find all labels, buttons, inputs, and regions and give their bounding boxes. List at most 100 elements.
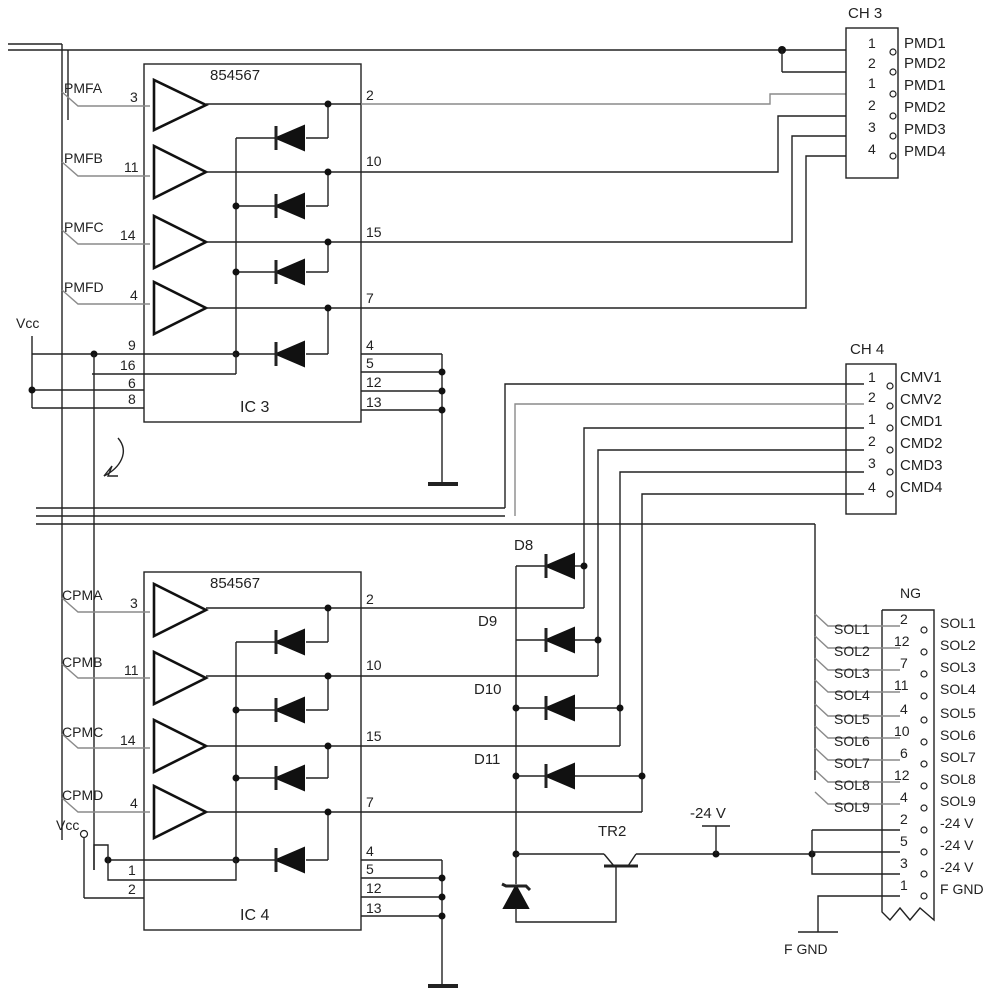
diode-icon <box>543 694 575 722</box>
svg-text:3: 3 <box>868 119 876 135</box>
ic4-out-pin: 15 <box>366 728 382 744</box>
svg-text:12: 12 <box>894 633 910 649</box>
ic4-input-label: CPMA <box>62 587 103 603</box>
ic3-out-pin: 15 <box>366 224 382 240</box>
vcc-label: Vcc <box>56 817 79 833</box>
ic3: 854567 IC 3 PMFA PMFB PMFC PMFD 3 11 14 … <box>28 63 458 870</box>
ic3-input-label: PMFA <box>64 80 103 96</box>
svg-text:4: 4 <box>900 789 908 805</box>
ng-connector: NG SOL1 SOL2 SOL3 SOL4 SOL5 SOL6 SOL7 SO… <box>784 524 984 957</box>
svg-text:11: 11 <box>894 677 909 693</box>
ic4-in-pin: 14 <box>120 732 136 748</box>
diode-label: D11 <box>474 751 500 768</box>
ic3-out-pin: 2 <box>366 87 374 103</box>
buffer-icon <box>152 649 209 707</box>
ic3-in-pin: 4 <box>130 287 138 303</box>
ng-left-label: SOL7 <box>834 755 870 771</box>
ic3-right-pin: 4 <box>366 337 374 353</box>
arrow-icon <box>103 437 124 477</box>
ng-pin-label: SOL8 <box>940 771 976 787</box>
svg-text:2: 2 <box>868 55 876 71</box>
ic4-ref: IC 4 <box>240 907 269 924</box>
svg-text:2: 2 <box>900 611 908 627</box>
ch4-connector: CH 4 1 2 1 2 3 4 CMV1 CMV2 CMD1 CMD2 CMD… <box>845 341 943 515</box>
ic3-out-pin: 10 <box>366 153 382 169</box>
ng-pin-label: SOL5 <box>940 705 976 721</box>
ng-pin-label: SOL3 <box>940 659 976 675</box>
ic3-input-label: PMFD <box>64 279 104 295</box>
ng-left-label: SOL2 <box>834 643 870 659</box>
ic4-in-pin: 4 <box>130 795 138 811</box>
svg-text:10: 10 <box>894 723 910 739</box>
ch3-pin-label: PMD3 <box>904 121 946 138</box>
svg-text:6: 6 <box>900 745 908 761</box>
buffer-icon <box>152 279 209 337</box>
ic4-right-pin: 5 <box>366 861 374 877</box>
ng-pin-label: -24 V <box>940 815 974 831</box>
ng-pin-label: SOL4 <box>940 681 976 697</box>
ng-left-label: SOL9 <box>834 799 870 815</box>
ch3-pin-label: PMD1 <box>904 77 946 94</box>
svg-text:1: 1 <box>868 35 876 51</box>
ch4-pin-label: CMD2 <box>900 435 943 452</box>
diode-icon <box>543 762 575 790</box>
svg-text:3: 3 <box>900 855 908 871</box>
ng-left-label: SOL4 <box>834 687 870 703</box>
diode-icon <box>273 764 305 792</box>
ch3-connector: CH 3 1 2 1 2 3 4 PMD1 PMD2 PMD1 PMD2 PMD… <box>845 5 946 179</box>
ng-pin-label: -24 V <box>940 837 974 853</box>
svg-text:2: 2 <box>868 389 876 405</box>
ch4-pin-label: CMD4 <box>900 479 943 496</box>
svg-text:5: 5 <box>900 833 908 849</box>
ng-left-label: SOL3 <box>834 665 870 681</box>
svg-text:4: 4 <box>900 701 908 717</box>
ic4-right-pin: 4 <box>366 843 374 859</box>
svg-text:1: 1 <box>868 369 876 385</box>
ic4-part: 854567 <box>210 575 260 592</box>
svg-text:12: 12 <box>894 767 910 783</box>
diode-icon <box>273 124 305 152</box>
diode-icon <box>273 340 305 368</box>
ic3-right-pin: 5 <box>366 355 374 371</box>
transistor-label: TR2 <box>598 823 626 840</box>
ch4-pin-label: CMV1 <box>900 369 942 386</box>
vcc-upper-label: Vcc <box>16 315 39 331</box>
svg-text:2: 2 <box>868 433 876 449</box>
ch3-pin-label: PMD1 <box>904 35 946 52</box>
svg-text:4: 4 <box>868 141 876 157</box>
diode-icon <box>273 846 305 874</box>
ch3-pin-label: PMD4 <box>904 143 946 160</box>
buffer-icon <box>152 783 209 841</box>
ic3-in-pin: 3 <box>130 89 138 105</box>
buffer-icon <box>152 213 209 271</box>
ic3-left-pin: 8 <box>128 391 136 407</box>
ic4-right-pin: 12 <box>366 880 382 896</box>
svg-text:2: 2 <box>868 97 876 113</box>
zener-diode-icon <box>502 883 530 909</box>
ic3-to-ch3-wires <box>361 93 864 309</box>
ch3-pin-label: PMD2 <box>904 55 946 72</box>
svg-text:1: 1 <box>868 75 876 91</box>
ic3-ref: IC 3 <box>240 399 269 416</box>
ic3-input-label: PMFB <box>64 150 103 166</box>
svg-text:3: 3 <box>868 455 876 471</box>
ic3-left-pin: 6 <box>128 375 136 391</box>
ic4-input-label: CPMC <box>62 724 103 740</box>
ng-pin-label: SOL2 <box>940 637 976 653</box>
ic4-input-label: CPMD <box>62 787 103 803</box>
diode-icon <box>273 696 305 724</box>
svg-text:4: 4 <box>868 479 876 495</box>
supply-label: -24 V <box>690 805 726 822</box>
ic3-right-pin: 13 <box>366 394 382 410</box>
svg-text:2: 2 <box>900 811 908 827</box>
ic3-left-pin: 16 <box>120 357 136 373</box>
ng-pin-label: SOL9 <box>940 793 976 809</box>
diode-icon <box>273 628 305 656</box>
diode-label: D10 <box>474 681 502 698</box>
ic4-input-label: CPMB <box>62 654 102 670</box>
ic3-left-pin: 9 <box>128 337 136 353</box>
diode-icon <box>273 192 305 220</box>
buffer-icon <box>152 143 209 201</box>
ng-pin-label: -24 V <box>940 859 974 875</box>
